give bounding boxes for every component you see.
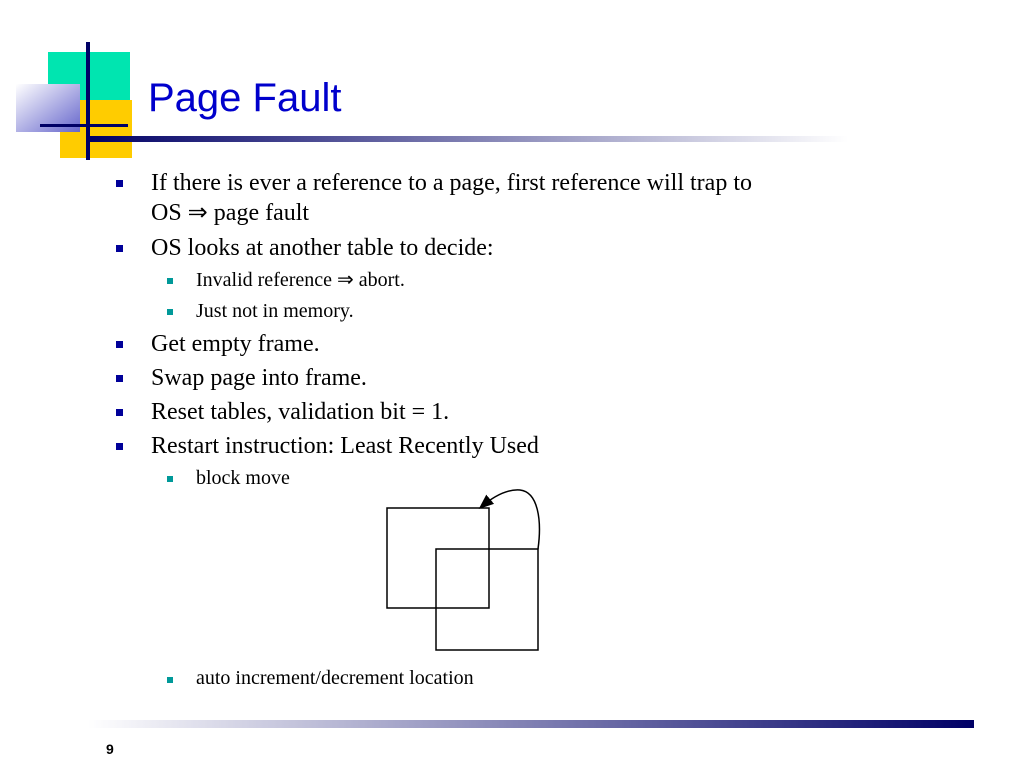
bullet-item-continuation: OS ⇒ page fault: [151, 200, 310, 226]
bullet-item: OS looks at another table to decide:: [151, 235, 494, 261]
bullet-marker: [116, 443, 123, 450]
bullet-item: Swap page into frame.: [151, 365, 367, 391]
destination-block: [435, 548, 539, 651]
sub-bullet-marker: [167, 309, 173, 315]
slide-logo: [16, 42, 132, 160]
logo-vertical-bar: [86, 42, 90, 160]
bullet-marker: [116, 341, 123, 348]
sub-bullet-marker: [167, 278, 173, 284]
title-underline: [88, 136, 848, 142]
sub-bullet-item: Invalid reference ⇒ abort.: [196, 269, 405, 291]
bullet-marker: [116, 245, 123, 252]
bullet-marker: [116, 375, 123, 382]
sub-bullet-marker: [167, 677, 173, 683]
block-move-diagram: [386, 489, 541, 651]
sub-bullet-item: block move: [196, 467, 290, 489]
bullet-marker: [116, 409, 123, 416]
page-title: Page Fault: [148, 76, 342, 120]
page-number: 9: [106, 741, 114, 757]
logo-horizontal-bar: [40, 124, 128, 127]
bullet-item: Restart instruction: Least Recently Used: [151, 433, 539, 459]
sub-bullet-marker: [167, 476, 173, 482]
bullet-item: If there is ever a reference to a page, …: [151, 170, 752, 196]
source-block: [386, 507, 490, 609]
move-arrow: [478, 489, 541, 550]
sub-bullet-item: auto increment/decrement location: [196, 667, 474, 689]
bullet-marker: [116, 180, 123, 187]
bullet-item: Get empty frame.: [151, 331, 320, 357]
sub-bullet-item: Just not in memory.: [196, 300, 354, 322]
footer-rule: [88, 720, 974, 728]
bullet-item: Reset tables, validation bit = 1.: [151, 399, 450, 425]
